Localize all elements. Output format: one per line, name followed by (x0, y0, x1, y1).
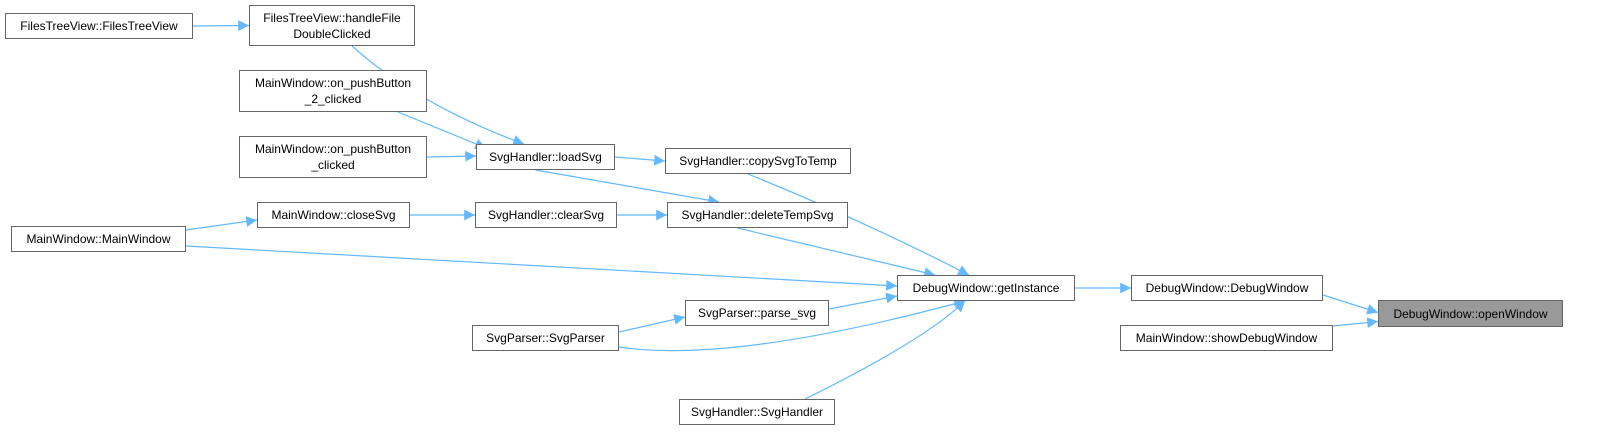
node-label: SvgHandler::deleteTempSvg (681, 208, 834, 222)
edge-svgParser_ctor-to-debugWindow_getInstance (618, 298, 966, 352)
edge-svgHandler_ctor-to-debugWindow_getInstance (804, 300, 966, 400)
node-label: MainWindow::MainWindow (26, 232, 171, 246)
node-filestreeview-filestreeview[interactable]: FilesTreeView::FilesTreeView (5, 13, 193, 39)
node-svghandler-deletetempsvg[interactable]: SvgHandler::deleteTempSvg (667, 202, 848, 228)
node-mainwindow-on-pushbutton-2-clicked[interactable]: MainWindow::on_pushButton _2_clicked (239, 70, 427, 112)
edge-svgHandler_copySvgToTemp-to-debugWindow_getInstance (747, 173, 970, 276)
node-label-line-1: MainWindow::on_pushButton (254, 76, 412, 90)
node-label: SvgHandler::copySvgToTemp (679, 154, 837, 168)
edge-debugWindow_ctor-to-debugWindow_openWindow (1322, 294, 1379, 315)
edge-svgHandler_deleteTempSvg-to-debugWindow_getInstance (737, 227, 936, 278)
node-svghandler-clearsvg[interactable]: SvgHandler::clearSvg (475, 202, 617, 228)
node-label: SvgHandler::SvgHandler (690, 405, 824, 419)
node-label: DebugWindow::DebugWindow (1145, 281, 1309, 295)
node-filestreeview-handlefiledoubleclicked[interactable]: FilesTreeView::handleFile DoubleClicked (249, 5, 415, 46)
node-label: SvgParser::SvgParser (486, 331, 605, 345)
node-mainwindow-showdebugwindow[interactable]: MainWindow::showDebugWindow (1120, 325, 1333, 351)
node-label-line-2: DoubleClicked (293, 26, 371, 41)
node-label: DebugWindow::openWindow (1393, 306, 1548, 321)
edge-svgHandler_loadSvg-to-svgHandler_copySvgToTemp (614, 154, 666, 166)
node-debugwindow-openwindow: DebugWindow::openWindow (1378, 300, 1563, 327)
edge-mainWindow_showDebugWindow-to-debugWindow_openWindow (1332, 317, 1379, 328)
node-label: SvgHandler::clearSvg (487, 208, 605, 222)
node-mainwindow-closesvg[interactable]: MainWindow::closeSvg (257, 202, 410, 228)
node-mainwindow-on-pushbutton-clicked[interactable]: MainWindow::on_pushButton _clicked (239, 136, 427, 178)
node-debugwindow-getinstance[interactable]: DebugWindow::getInstance (897, 275, 1075, 301)
edge-filesTreeView_ctor-to-filesTreeView_handleFileDoubleClicked (192, 20, 250, 31)
edge-svgParser_ctor-to-svgParser_parseSvg (618, 314, 686, 333)
edge-mainWindow_ctor-to-debugWindow_getInstance (185, 245, 898, 291)
node-label: SvgParser::parse_svg (697, 306, 817, 320)
node-svgparser-parse-svg[interactable]: SvgParser::parse_svg (685, 300, 829, 326)
node-svghandler-copysvgtotemp[interactable]: SvgHandler::copySvgToTemp (665, 148, 851, 174)
edge-mainWindow_ctor-to-mainWindow_closeSvg (185, 216, 258, 231)
edge-mainWindow_onPushButtonClicked-to-svgHandler_loadSvg (426, 150, 477, 162)
node-label-line-2: _clicked (311, 158, 355, 172)
node-label-line-1: FilesTreeView::handleFile (263, 10, 401, 25)
edge-filesTreeView_handleFileDoubleClicked-to-svgHandler_loadSvg (351, 45, 525, 146)
node-label: MainWindow::closeSvg (271, 208, 396, 222)
edge-svgHandler_loadSvg-to-svgHandler_deleteTempSvg (535, 169, 720, 206)
node-mainwindow-mainwindow[interactable]: MainWindow::MainWindow (11, 226, 186, 252)
node-svghandler-loadsvg[interactable]: SvgHandler::loadSvg (476, 144, 615, 170)
node-debugwindow-debugwindow[interactable]: DebugWindow::DebugWindow (1131, 275, 1323, 301)
node-label: DebugWindow::getInstance (912, 281, 1060, 295)
node-svgparser-svgparser[interactable]: SvgParser::SvgParser (472, 325, 619, 351)
node-label-line-2: _2_clicked (304, 92, 362, 106)
node-label-line-1: MainWindow::on_pushButton (254, 142, 412, 156)
node-label: MainWindow::showDebugWindow (1135, 331, 1318, 345)
node-label: SvgHandler::loadSvg (489, 150, 602, 164)
edge-svgParser_parseSvg-to-debugWindow_getInstance (828, 292, 898, 310)
node-label: FilesTreeView::FilesTreeView (20, 19, 178, 33)
node-svghandler-svghandler[interactable]: SvgHandler::SvgHandler (679, 399, 835, 425)
